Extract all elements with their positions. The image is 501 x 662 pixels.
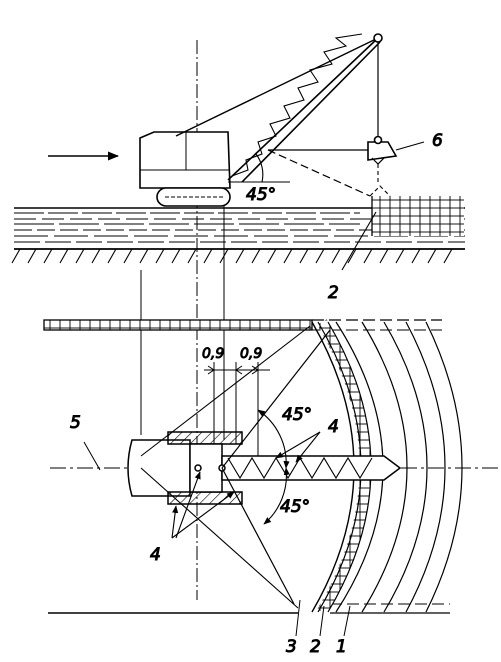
callout-2-bottom: 2 [310, 637, 321, 657]
crane-cab [139, 131, 231, 189]
boom-tip-sheave [373, 33, 383, 43]
boom-stay-cable [175, 37, 379, 137]
elevation-view: 45° 6 2 [11, 33, 465, 600]
callout-1: 1 [336, 637, 347, 657]
callout-6: 6 [432, 131, 443, 151]
reach-line-lower [221, 467, 295, 605]
callout-4-right: 4 [328, 417, 339, 437]
angle-arc-upper [257, 409, 290, 469]
boom-angle-label: 45° [246, 185, 276, 205]
boom-lower-chord [227, 37, 379, 181]
angle-lower-label: 45° [280, 497, 310, 517]
callout-5: 5 [70, 413, 81, 433]
crane-plan-cab [127, 439, 191, 497]
block-stack [372, 196, 464, 236]
dimension-group [204, 362, 270, 456]
dimension-left-label: 0,9 [202, 346, 224, 362]
plan-view: 0,9 0,9 45° 45° 4 4 5 3 2 1 [43, 319, 500, 658]
angle-arc-lower [263, 467, 290, 525]
crawler-track [156, 187, 231, 207]
angle-upper-label: 45° [282, 405, 312, 425]
callout-2-top: 2 [328, 283, 339, 303]
crane [139, 33, 425, 271]
callout-3: 3 [286, 637, 297, 657]
ground-hatch [11, 248, 453, 264]
boom-lattice [231, 33, 363, 177]
top-wall [43, 319, 313, 331]
track-upper [167, 431, 243, 445]
load-bucket [367, 141, 398, 161]
reach-line-upper [221, 329, 331, 469]
callout-4-left: 4 [150, 545, 161, 565]
boom-upper-chord [241, 41, 381, 183]
dimension-right-label: 0,9 [240, 346, 262, 362]
